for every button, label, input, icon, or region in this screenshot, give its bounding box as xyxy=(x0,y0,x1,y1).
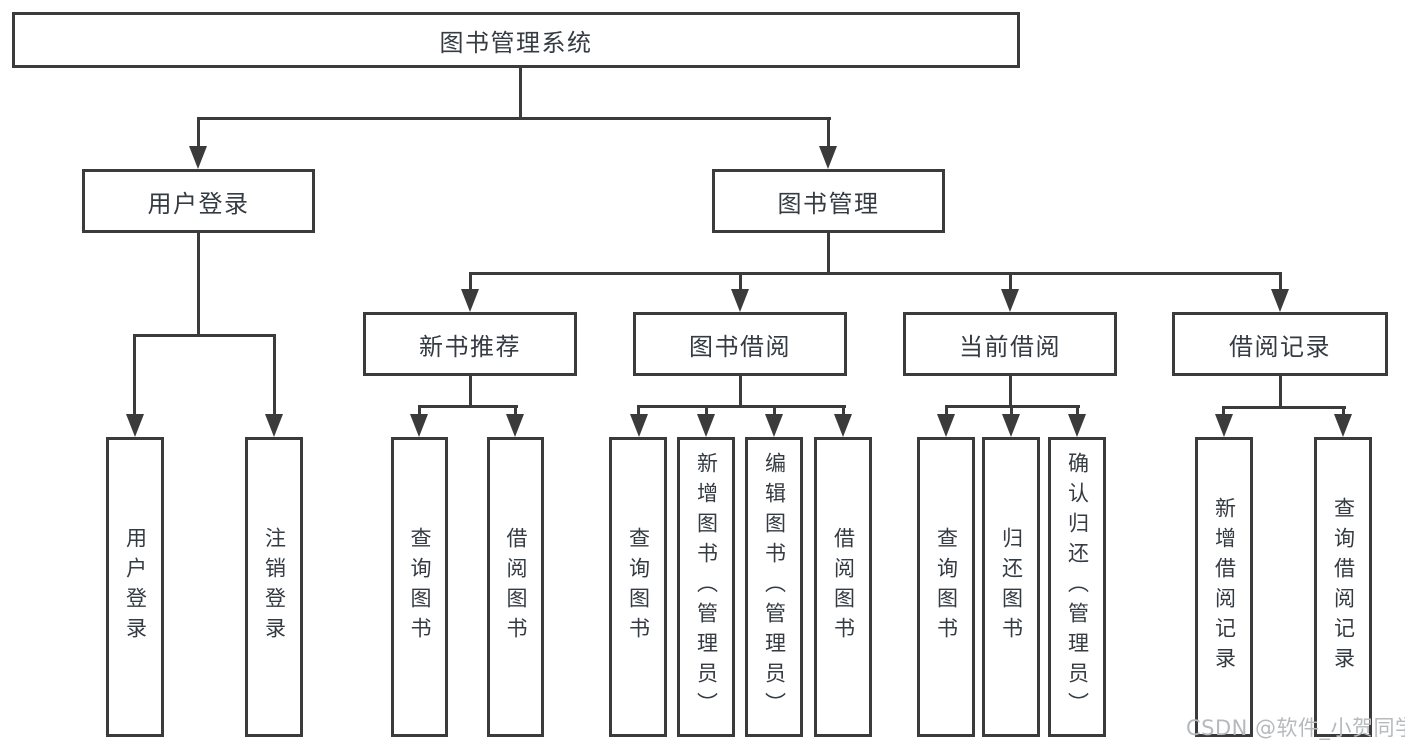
arrowhead-down-icon xyxy=(819,146,837,169)
connector-line xyxy=(514,405,517,417)
leaf-label: 借阅图书 xyxy=(504,527,528,647)
connector-line xyxy=(197,117,200,148)
connector-line xyxy=(773,405,776,417)
leaf-logout: 注销登录 xyxy=(245,437,303,737)
connector-line xyxy=(827,233,830,274)
arrowhead-down-icon xyxy=(731,289,749,312)
node-new-book-recommend: 新书推荐 xyxy=(363,312,577,376)
leaf-label: 查询图书 xyxy=(626,527,651,647)
connector-line xyxy=(1010,405,1013,417)
node-borrowing-records: 借阅记录 xyxy=(1172,312,1388,376)
node-book-management: 图书管理 xyxy=(712,169,945,233)
connector-line xyxy=(197,233,200,336)
connector-line xyxy=(469,272,472,291)
arrowhead-down-icon xyxy=(1334,414,1352,437)
connector-line xyxy=(197,117,831,120)
connector-line xyxy=(133,334,136,416)
connector-line xyxy=(945,405,948,417)
arrowhead-down-icon xyxy=(126,414,144,437)
arrowhead-down-icon xyxy=(834,414,852,437)
arrowhead-down-icon xyxy=(410,414,428,437)
arrowhead-down-icon xyxy=(1215,414,1233,437)
leaf-recommend-query-books: 查询图书 xyxy=(391,437,448,737)
node-current-borrowing: 当前借阅 xyxy=(903,312,1117,376)
arrowhead-down-icon xyxy=(461,289,479,312)
leaf-borrowing-query-books: 查询图书 xyxy=(609,437,667,737)
connector-line xyxy=(637,405,640,417)
leaf-label: 用户登录 xyxy=(123,527,148,647)
connector-line xyxy=(739,376,742,407)
arrowhead-down-icon xyxy=(1002,414,1020,437)
leaf-label: 编辑图书（管理员） xyxy=(762,452,787,722)
connector-line xyxy=(1279,272,1282,291)
node-library-management-system: 图书管理系统 xyxy=(12,12,1020,68)
leaf-label: 查询图书 xyxy=(408,527,432,647)
leaf-label: 借阅图书 xyxy=(831,527,856,647)
leaf-label: 确认归还（管理员） xyxy=(1065,452,1090,722)
arrowhead-down-icon xyxy=(1068,414,1086,437)
connector-line xyxy=(133,334,276,337)
connector-line xyxy=(637,405,846,408)
leaf-records-query-record: 查询借阅记录 xyxy=(1314,437,1372,737)
connector-line xyxy=(827,117,830,148)
connector-line xyxy=(418,405,421,417)
connector-line xyxy=(273,334,276,416)
arrowhead-down-icon xyxy=(937,414,955,437)
watermark: CSDN @软件_小贺同学 xyxy=(1186,716,1405,740)
connector-line xyxy=(1279,376,1282,408)
connector-line xyxy=(1222,406,1346,409)
leaf-label: 归还图书 xyxy=(999,527,1024,647)
leaf-borrowing-add-books-admin: 新增图书（管理员） xyxy=(677,437,735,737)
node-user-login: 用户登录 xyxy=(82,169,315,233)
arrowhead-down-icon xyxy=(506,414,524,437)
leaf-records-add-record: 新增借阅记录 xyxy=(1195,437,1253,737)
leaf-borrowing-borrow-books: 借阅图书 xyxy=(814,437,872,737)
arrowhead-down-icon xyxy=(1271,289,1289,312)
leaf-label: 查询图书 xyxy=(934,527,959,647)
connector-line xyxy=(519,68,522,118)
leaf-label: 新增借阅记录 xyxy=(1212,497,1237,677)
arrowhead-down-icon xyxy=(265,414,283,437)
leaf-label: 新增图书（管理员） xyxy=(694,452,719,722)
connector-line xyxy=(705,405,708,417)
arrowhead-down-icon xyxy=(630,414,648,437)
connector-line xyxy=(1222,406,1225,417)
connector-line xyxy=(469,376,472,407)
connector-line xyxy=(1076,405,1079,417)
leaf-label: 注销登录 xyxy=(262,527,287,647)
connector-line xyxy=(1342,406,1345,417)
arrowhead-down-icon xyxy=(697,414,715,437)
leaf-current-query-books: 查询图书 xyxy=(917,437,975,737)
leaf-current-return-books: 归还图书 xyxy=(982,437,1040,737)
connector-line xyxy=(842,405,845,417)
leaf-current-confirm-return-admin: 确认归还（管理员） xyxy=(1048,437,1106,737)
connector-line xyxy=(469,272,1282,275)
leaf-user-login: 用户登录 xyxy=(106,437,164,737)
leaf-label: 查询借阅记录 xyxy=(1331,497,1356,677)
node-book-borrowing: 图书借阅 xyxy=(633,312,847,376)
connector-line xyxy=(1009,376,1012,407)
arrowhead-down-icon xyxy=(189,146,207,169)
connector-line xyxy=(739,272,742,291)
leaf-recommend-borrow-books: 借阅图书 xyxy=(487,437,544,737)
connector-line xyxy=(418,405,518,408)
connector-line xyxy=(1009,272,1012,291)
arrowhead-down-icon xyxy=(765,414,783,437)
leaf-borrowing-edit-books-admin: 编辑图书（管理员） xyxy=(745,437,803,737)
arrowhead-down-icon xyxy=(1001,289,1019,312)
